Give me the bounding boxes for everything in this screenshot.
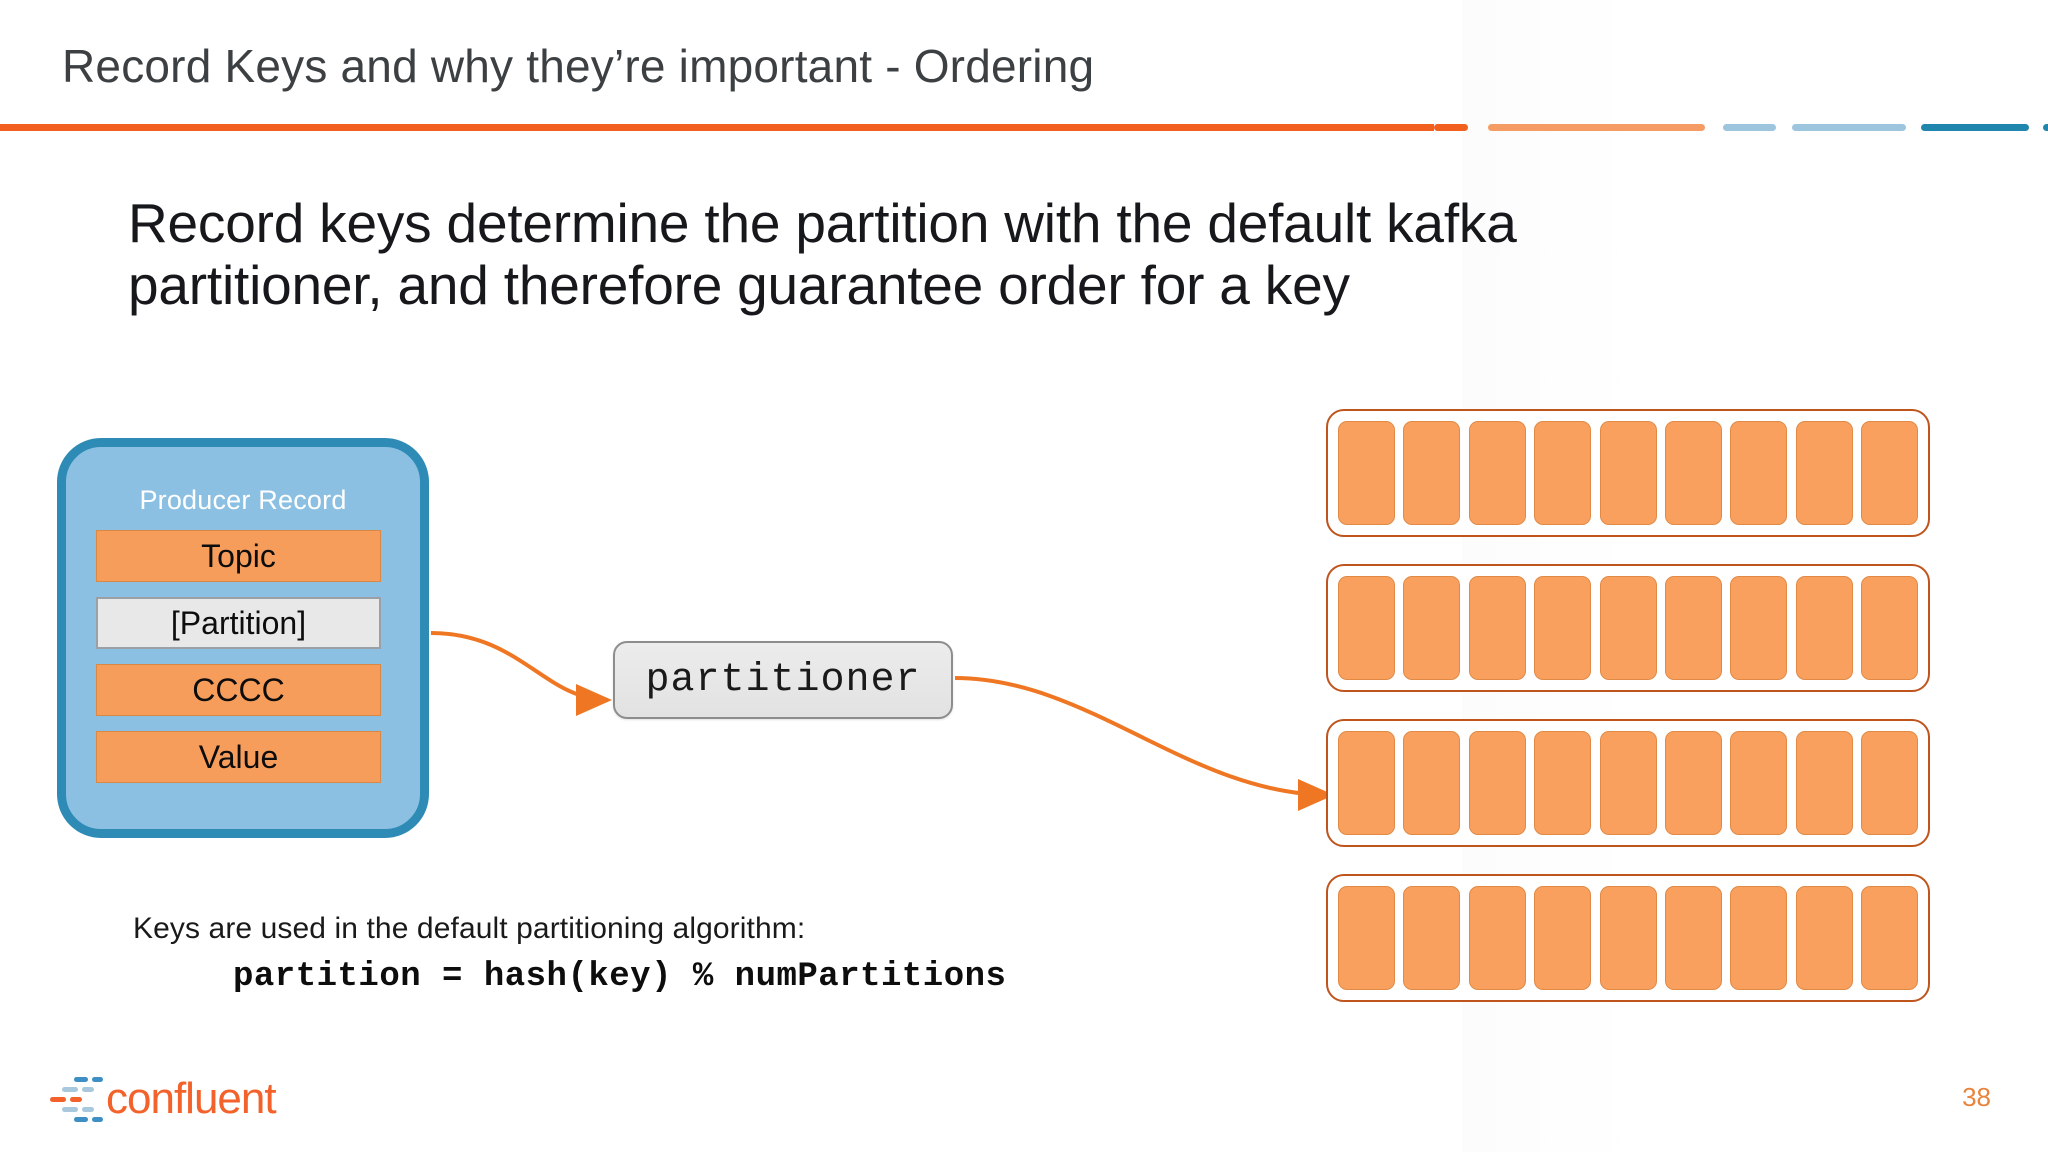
partition-cell bbox=[1795, 886, 1853, 990]
partition-cell bbox=[1534, 886, 1592, 990]
dash-orange-dark bbox=[1434, 124, 1468, 131]
algorithm-caption: Keys are used in the default partitionin… bbox=[133, 912, 806, 945]
partition-cell bbox=[1403, 886, 1461, 990]
partition-cell bbox=[1599, 421, 1657, 525]
page-number: 38 bbox=[1962, 1082, 1991, 1112]
partition-row[interactable] bbox=[1326, 719, 1930, 847]
partition-cell bbox=[1795, 421, 1853, 525]
partition-cell bbox=[1861, 576, 1918, 680]
partition-cell bbox=[1468, 886, 1526, 990]
partition-cell bbox=[1403, 576, 1461, 680]
partition-cell bbox=[1795, 576, 1853, 680]
logo-dash bbox=[92, 1077, 103, 1082]
slide-heading: Record keys determine the partition with… bbox=[128, 192, 1928, 316]
logo-dash bbox=[70, 1097, 82, 1102]
logo-dash bbox=[82, 1107, 94, 1112]
partition-cell bbox=[1338, 886, 1395, 990]
partition-cell bbox=[1664, 886, 1722, 990]
partition-row[interactable] bbox=[1326, 409, 1930, 537]
partition-cell bbox=[1403, 731, 1461, 835]
partition-cell bbox=[1338, 421, 1395, 525]
partition-cell bbox=[1861, 886, 1918, 990]
partition-cell bbox=[1664, 421, 1722, 525]
partition-cell bbox=[1730, 731, 1788, 835]
partition-cell bbox=[1534, 576, 1592, 680]
partition-cell bbox=[1730, 576, 1788, 680]
partition-row[interactable] bbox=[1326, 874, 1930, 1002]
producer-record-card[interactable]: Producer Record Topic [Partition] CCCC Valu… bbox=[57, 438, 429, 838]
partition-rows-group bbox=[1326, 409, 1930, 1002]
partition-cell bbox=[1468, 731, 1526, 835]
logo-dash bbox=[74, 1077, 88, 1082]
partitioner-box[interactable]: partitioner bbox=[613, 641, 953, 719]
partition-cell bbox=[1861, 421, 1918, 525]
partition-cell bbox=[1599, 886, 1657, 990]
confluent-logo: confluent bbox=[48, 1072, 277, 1126]
logo-dash bbox=[92, 1117, 103, 1122]
partition-row[interactable] bbox=[1326, 564, 1930, 692]
arrow-record-to-partitioner bbox=[430, 631, 612, 716]
partition-cell bbox=[1599, 576, 1657, 680]
partition-cell bbox=[1664, 576, 1722, 680]
producer-record-field-value[interactable]: Value bbox=[96, 731, 381, 783]
logo-dash bbox=[50, 1097, 66, 1102]
partitioner-label: partitioner bbox=[645, 657, 921, 703]
dash-blue-light-long bbox=[1792, 124, 1906, 131]
producer-record-field-partition[interactable]: [Partition] bbox=[96, 597, 381, 649]
partition-cell bbox=[1338, 576, 1395, 680]
logo-dash bbox=[74, 1117, 88, 1122]
dash-teal-short bbox=[2043, 124, 2048, 131]
dash-teal-long bbox=[1921, 124, 2029, 131]
partition-cell bbox=[1795, 731, 1853, 835]
producer-record-field-topic[interactable]: Topic bbox=[96, 530, 381, 582]
producer-record-title: Producer Record bbox=[139, 485, 347, 515]
partition-cell bbox=[1468, 421, 1526, 525]
header-rule bbox=[0, 124, 1434, 131]
slide-title: Record Keys and why they’re important - … bbox=[62, 40, 1095, 92]
algorithm-formula: partition = hash(key) % numPartitions bbox=[233, 958, 1007, 996]
partition-cell bbox=[1338, 731, 1395, 835]
logo-dash bbox=[62, 1107, 78, 1112]
arrow-partitioner-to-partition bbox=[954, 676, 1334, 811]
confluent-logo-mark-icon bbox=[48, 1075, 104, 1123]
producer-record-field-list: Topic [Partition] CCCC Value bbox=[96, 530, 381, 783]
partition-cell bbox=[1599, 731, 1657, 835]
heading-line-2: partitioner, and therefore guarantee ord… bbox=[128, 254, 1350, 317]
partition-cell bbox=[1664, 731, 1722, 835]
dash-blue-light-short bbox=[1723, 124, 1776, 131]
partition-cell bbox=[1730, 886, 1788, 990]
partition-cell bbox=[1534, 421, 1592, 525]
partition-cell bbox=[1861, 731, 1918, 835]
partition-cell bbox=[1730, 421, 1788, 525]
partition-cell bbox=[1468, 576, 1526, 680]
dash-orange-light bbox=[1488, 124, 1705, 131]
partition-cell bbox=[1534, 731, 1592, 835]
partition-cell bbox=[1403, 421, 1461, 525]
logo-dash bbox=[82, 1087, 94, 1092]
confluent-logo-wordmark: confluent bbox=[106, 1074, 277, 1123]
heading-line-1: Record keys determine the partition with… bbox=[128, 192, 1517, 254]
producer-record-field-cccc[interactable]: CCCC bbox=[96, 664, 381, 716]
logo-dash bbox=[62, 1087, 78, 1092]
